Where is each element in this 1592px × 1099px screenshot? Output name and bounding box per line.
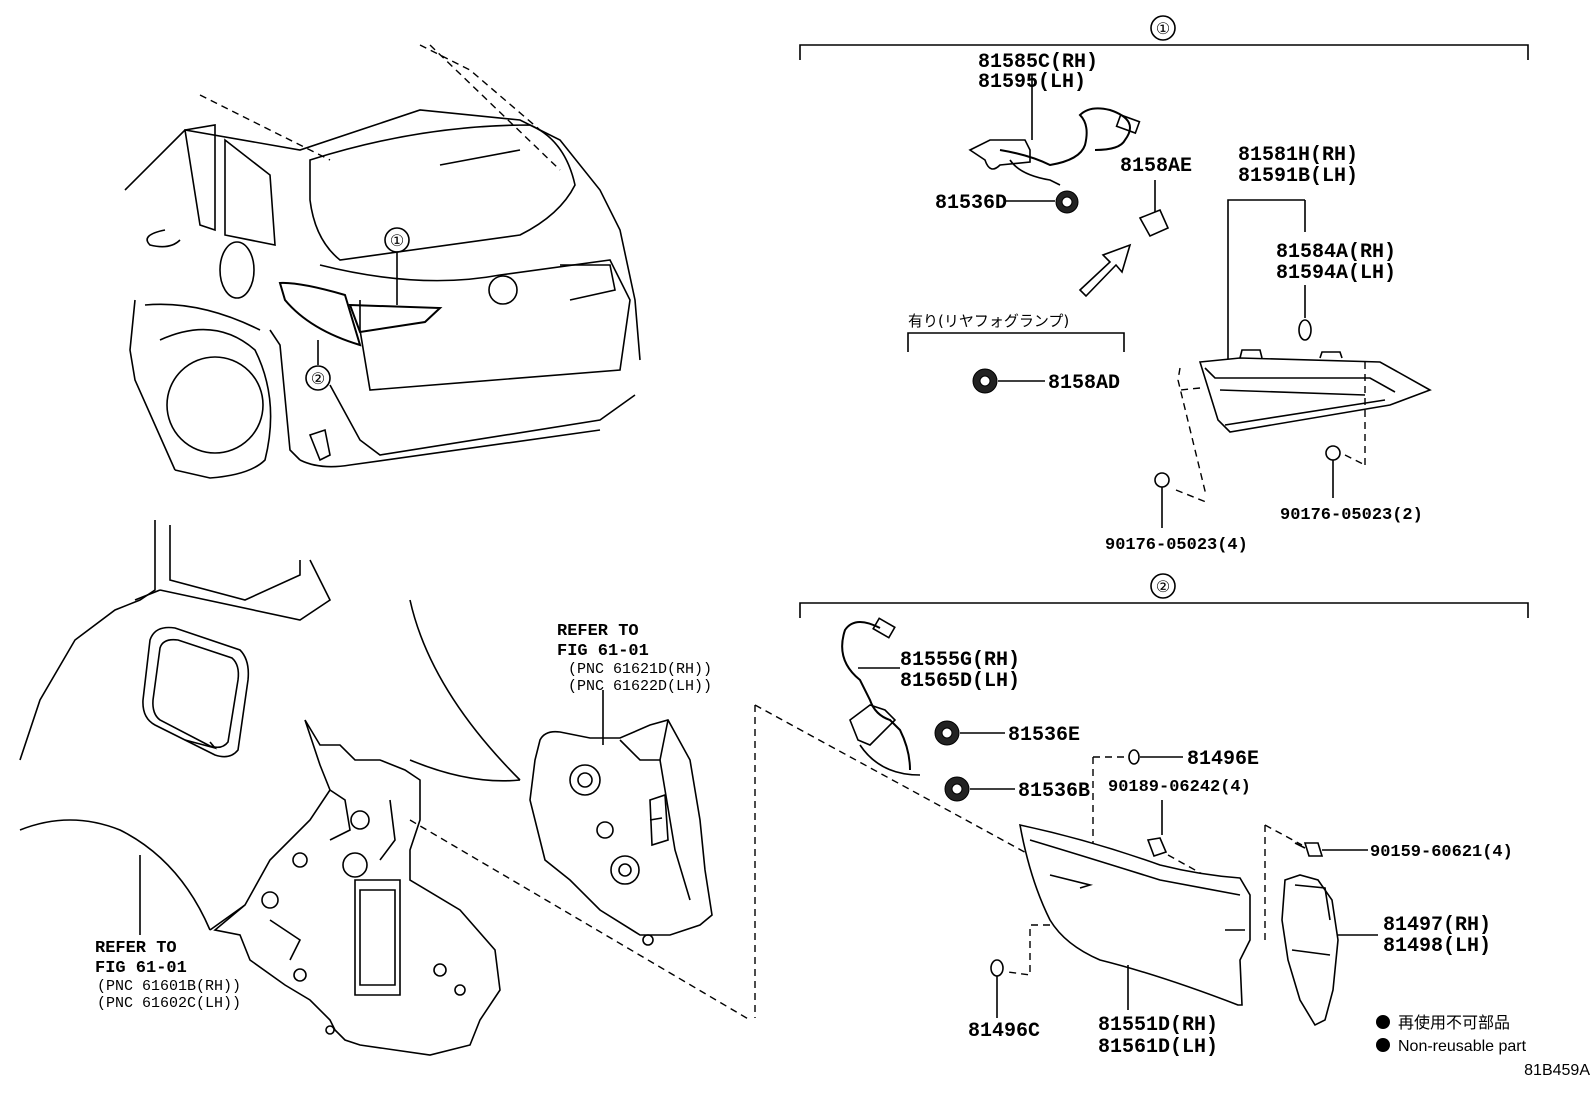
car-marker-1: ①	[390, 233, 404, 250]
refer-left-line3: (PNC 61601B(RH))	[97, 978, 241, 995]
label-81581h: 81581H(RH)	[1238, 144, 1358, 167]
fog-lamp-note: 有り(リヤフォグランプ)	[908, 312, 1069, 330]
legend-jp: 再使用不可部品	[1398, 1014, 1510, 1032]
label-81595: 81595(LH)	[978, 71, 1086, 94]
label-90176-4: 90176-05023(4)	[1105, 536, 1248, 555]
socket-81536b	[944, 776, 1015, 802]
refer-left-line4: (PNC 61602C(LH))	[97, 995, 241, 1012]
group-1-bracket: ①	[799, 15, 1529, 60]
label-90159: 90159-60621(4)	[1370, 843, 1513, 862]
label-81555g: 81555G(RH)	[900, 649, 1020, 672]
harness-81555g	[841, 617, 921, 776]
label-8158ae: 8158AE	[1120, 155, 1192, 178]
legend-en: Non-reusable part	[1398, 1038, 1527, 1055]
screw-90176-4	[1154, 472, 1170, 528]
refer-center-line3: (PNC 61621D(RH))	[568, 661, 712, 678]
refer-left-line2: FIG 61-01	[95, 959, 187, 978]
bulb-8158ae	[1138, 180, 1170, 238]
label-81594a: 81594A(LH)	[1276, 262, 1396, 285]
lamp-81581h	[1198, 199, 1432, 433]
label-8158ad: 8158AD	[1048, 372, 1120, 395]
quarter-panel-illustration	[19, 520, 521, 1056]
label-81561d: 81561D(LH)	[1098, 1036, 1218, 1059]
label-90176-2: 90176-05023(2)	[1280, 506, 1423, 525]
label-81497: 81497(RH)	[1383, 914, 1491, 937]
refer-center-line4: (PNC 61622D(LH))	[568, 678, 712, 695]
label-90189: 90189-06242(4)	[1108, 778, 1251, 797]
screw-90159	[1294, 842, 1368, 857]
clip-81496e	[1128, 749, 1183, 765]
fog-lamp-bracket	[907, 332, 1125, 352]
refer-center-line1: REFER TO	[557, 622, 639, 641]
group-1-marker: ①	[1156, 21, 1170, 38]
label-81585c: 81585C(RH)	[978, 51, 1098, 74]
label-81496e: 81496E	[1187, 748, 1259, 771]
label-81536b: 81536B	[1018, 780, 1090, 803]
label-81591b: 81591B(LH)	[1238, 165, 1358, 188]
screw-90176-2	[1325, 445, 1341, 498]
label-81551d: 81551D(RH)	[1098, 1014, 1218, 1037]
socket-81536d	[1006, 190, 1079, 214]
car-marker-2: ②	[311, 371, 325, 388]
label-81565d: 81565D(LH)	[900, 670, 1020, 693]
figure-code: 81B459A	[1524, 1062, 1590, 1079]
refer-left-line1: REFER TO	[95, 939, 177, 958]
lamp-bracket-illustration	[529, 690, 713, 946]
cover-81497	[1281, 874, 1378, 1027]
bolt-90189	[1146, 800, 1168, 858]
legend-bullet-en	[1376, 1038, 1390, 1052]
label-81536e: 81536E	[1008, 724, 1080, 747]
arrow-indicator	[1078, 243, 1132, 298]
group-2-bracket: ②	[799, 573, 1529, 618]
label-81496c: 81496C	[968, 1020, 1040, 1043]
socket-8158ad	[972, 368, 1045, 394]
lamp-81551d	[1018, 823, 1251, 1010]
label-81498: 81498(LH)	[1383, 935, 1491, 958]
legend-bullet-jp	[1376, 1015, 1390, 1029]
group-2-marker: ②	[1156, 579, 1170, 596]
socket-81536e	[934, 720, 1005, 746]
label-81536d: 81536D	[935, 192, 1007, 215]
car-rear-illustration: ① ②	[124, 44, 641, 479]
clip-81496c	[990, 959, 1004, 1018]
label-81584a: 81584A(RH)	[1276, 241, 1396, 264]
harness-81585c	[968, 107, 1141, 186]
refer-center-line2: FIG 61-01	[557, 642, 649, 661]
